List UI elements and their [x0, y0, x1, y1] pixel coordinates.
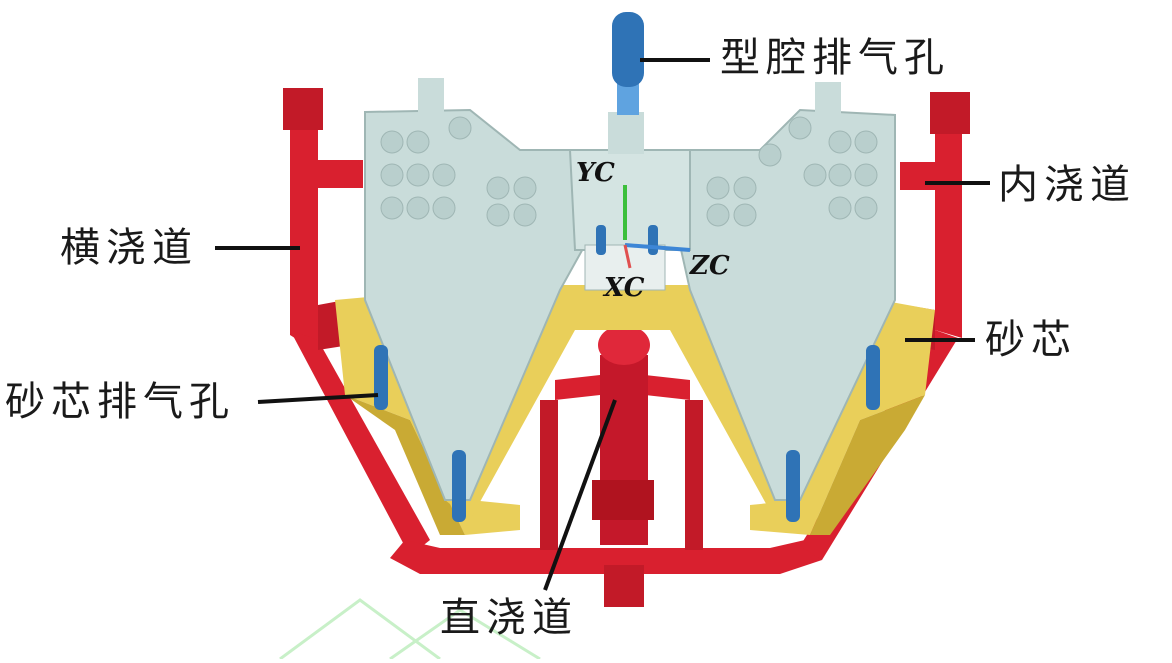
core-vent-center-right	[648, 225, 658, 255]
core-vent-left-upper	[374, 345, 388, 410]
sprue-base	[592, 480, 654, 520]
watermark-lines	[279, 598, 541, 661]
leader-sprue	[543, 399, 617, 591]
axis-label-zc: ZC	[690, 251, 730, 281]
label-core-vent: 砂芯排气孔	[5, 379, 235, 425]
sprue-foot	[604, 565, 644, 607]
core-left-shade	[345, 395, 465, 535]
core-right-shade	[810, 395, 925, 535]
casting-body	[364, 78, 896, 501]
axis-label-xc: XC	[604, 273, 645, 303]
casting-top-neck	[608, 112, 644, 154]
casting-right-boss	[815, 82, 841, 120]
sprue-top	[598, 325, 650, 365]
runner-right-vertical	[935, 100, 962, 338]
cavity-vent-body	[612, 12, 644, 87]
axis-z-line	[624, 243, 691, 252]
runner-left-diagonal	[290, 330, 430, 556]
coordinate-triad	[623, 185, 691, 269]
core-vent-right-lower	[786, 450, 800, 522]
core-vent-left-lower	[452, 450, 466, 522]
core-right	[750, 300, 935, 535]
casting-bosses-left	[380, 116, 537, 227]
label-runner: 横浇道	[60, 225, 198, 271]
runner-left-branch	[315, 160, 363, 188]
casting-left-boss	[418, 78, 444, 116]
label-sand-core: 砂芯	[985, 317, 1077, 363]
label-sprue: 直浇道	[440, 595, 578, 641]
label-cavity-vent: 型腔排气孔	[720, 35, 950, 81]
core-vent-center-left	[596, 225, 606, 255]
leader-core-vent	[257, 393, 379, 404]
runner-right-top-block	[930, 92, 970, 134]
gate-arm-right	[645, 375, 690, 400]
leader-lines	[215, 58, 990, 591]
gate-stem-right	[685, 400, 703, 550]
runner-left-vertical	[290, 92, 318, 340]
gate-arm-left	[555, 375, 600, 400]
axis-label-yc: YC	[576, 158, 615, 188]
casting-bosses-right	[706, 116, 878, 227]
runner-left-top-block	[283, 88, 323, 130]
runner-bottom	[390, 540, 822, 574]
gate-stem-left	[540, 400, 558, 550]
label-ingate: 内浇道	[998, 162, 1136, 208]
vents	[374, 12, 880, 522]
core-vent-right-upper	[866, 345, 880, 410]
ingate-right-branch	[900, 162, 940, 190]
axis-x-line	[623, 244, 632, 269]
